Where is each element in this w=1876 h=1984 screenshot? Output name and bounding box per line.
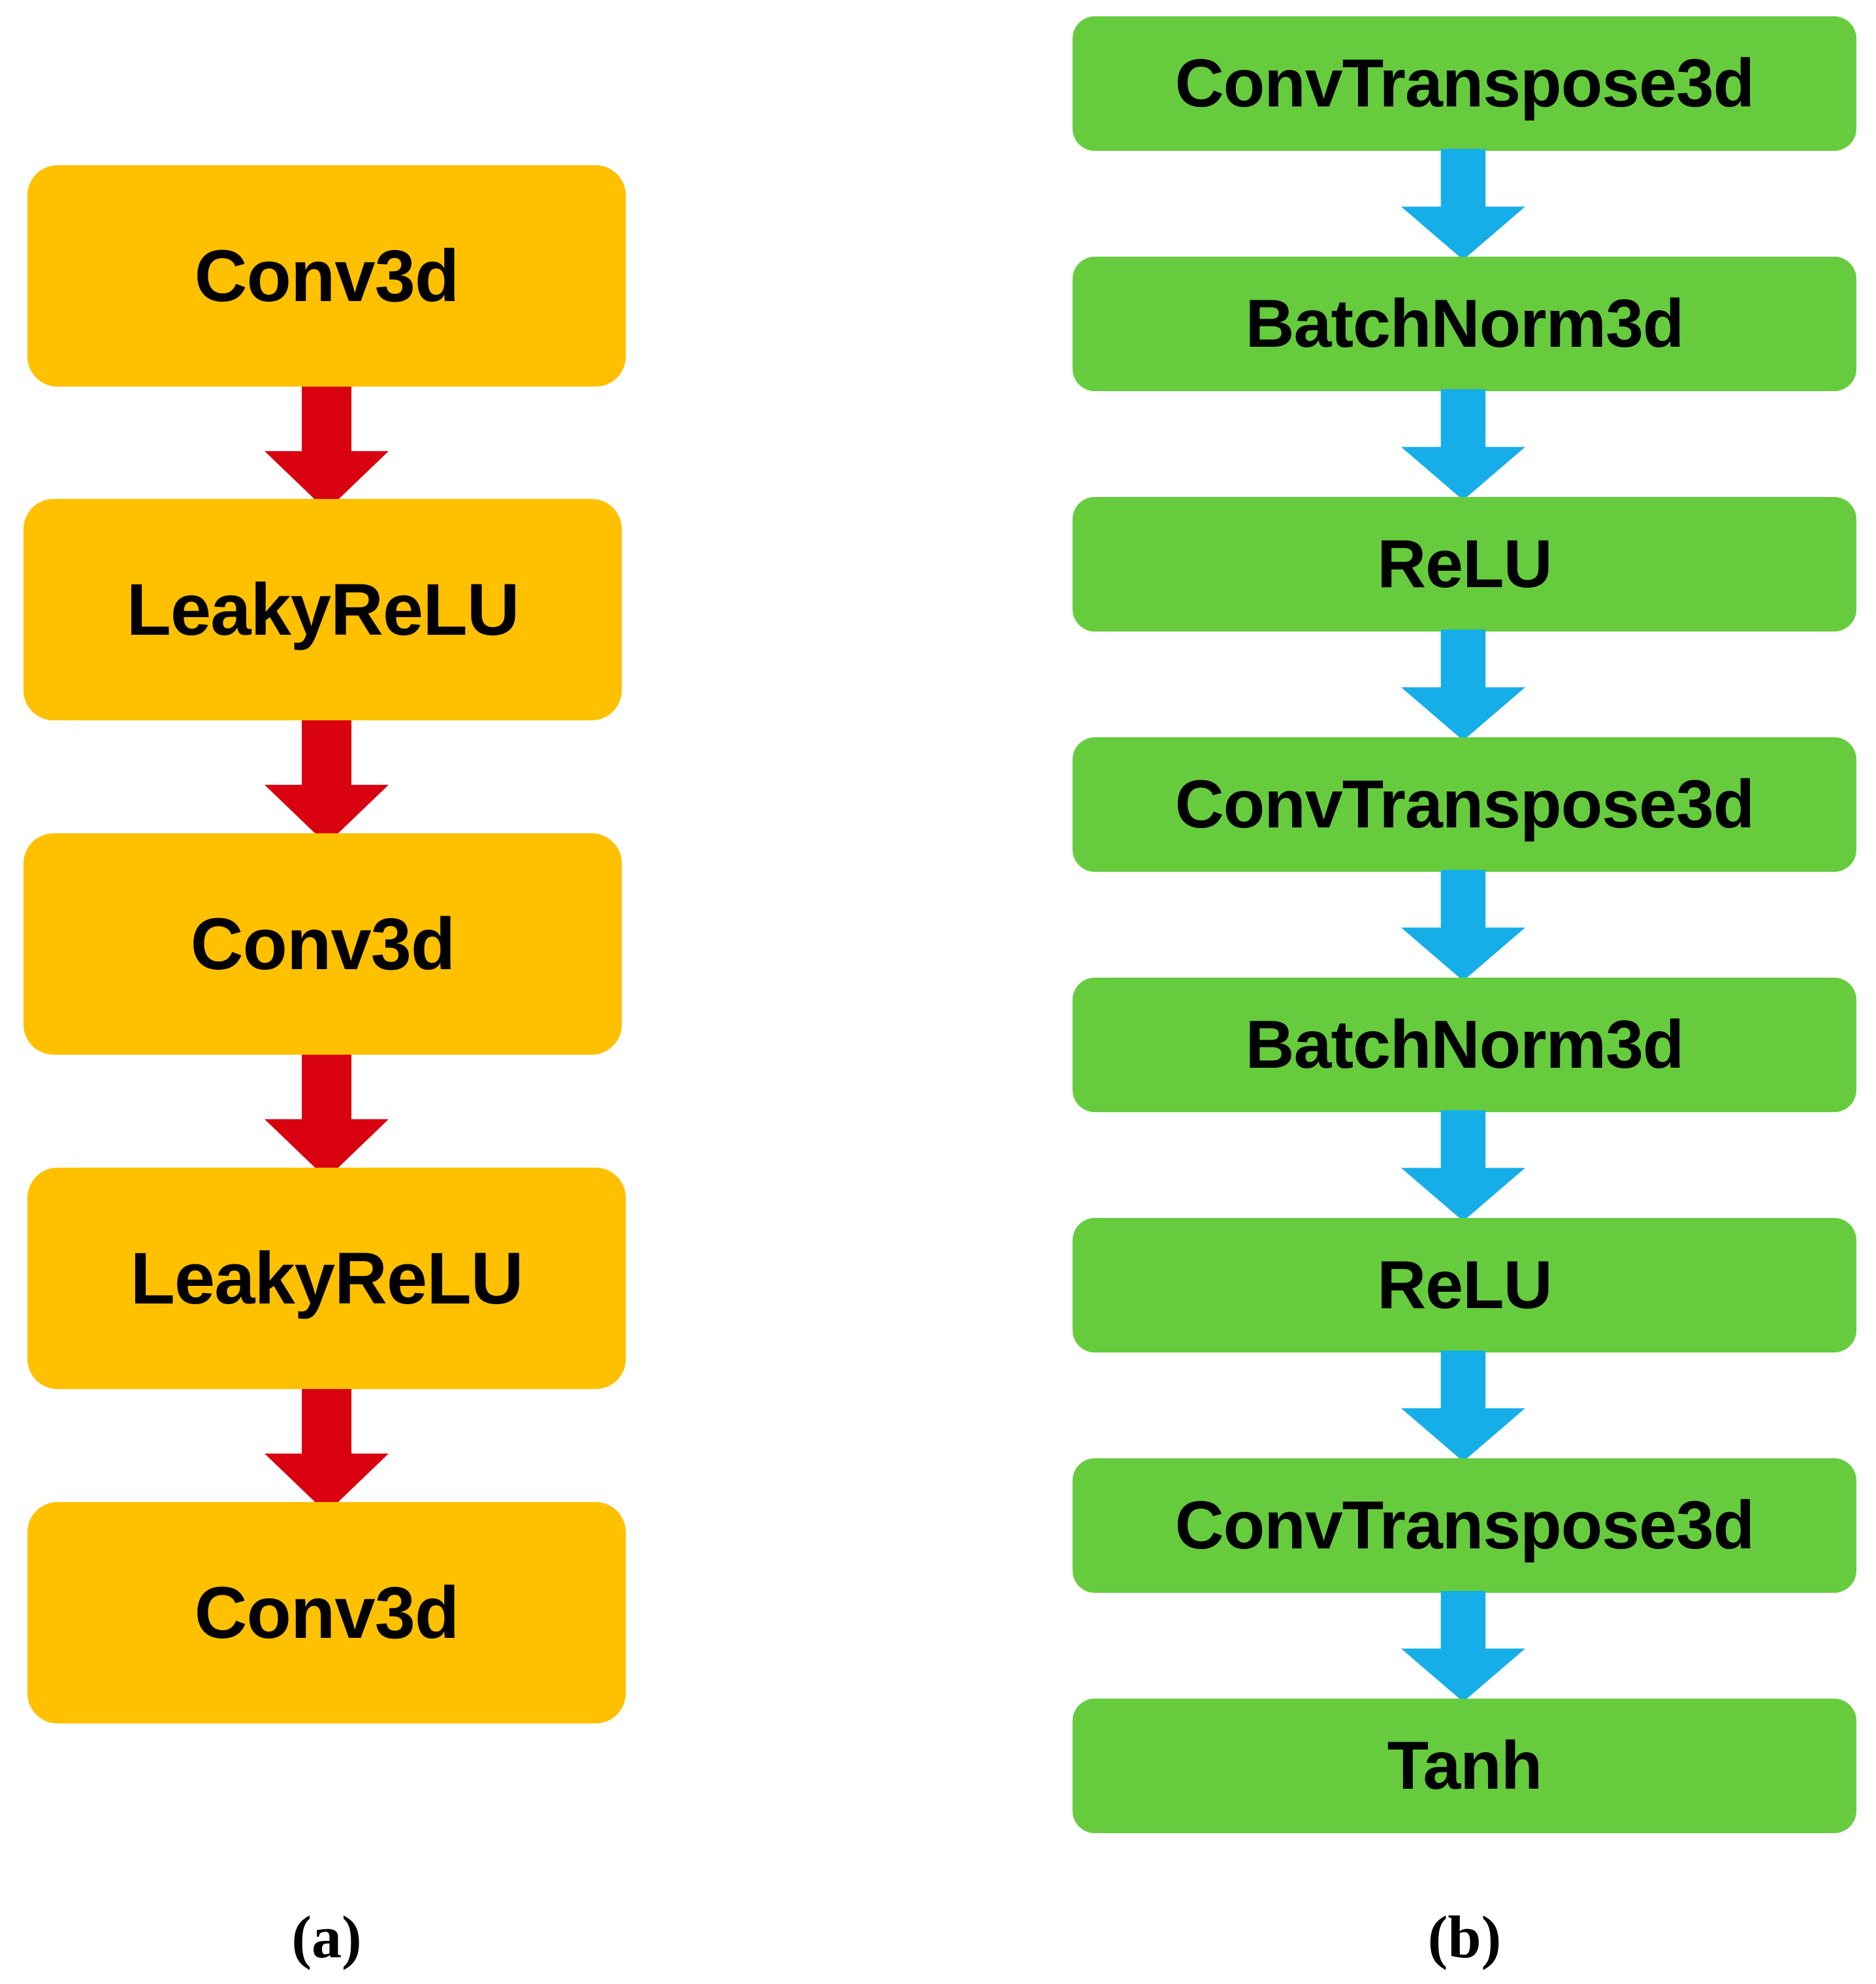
panel-b: ConvTranspose3d BatchNorm3d ReLU ConvTra… bbox=[938, 0, 1876, 1984]
arrow-down-blue-7 bbox=[1401, 1591, 1525, 1702]
panel-a: Conv3d LeakyReLU Conv3d LeakyReLU Conv3d bbox=[24, 165, 626, 1970]
flow-box-relu-1: ReLU bbox=[1073, 497, 1856, 632]
panel-caption-a: (a) bbox=[291, 1904, 362, 1970]
flow-box-batchnorm3d-1: BatchNorm3d bbox=[1073, 257, 1856, 391]
flow-box-conv3d-1: Conv3d bbox=[27, 165, 626, 387]
arrow-down-red-3 bbox=[265, 1055, 389, 1179]
flow-box-leakyrelu-1: LeakyReLU bbox=[24, 499, 622, 720]
arrow-down-red-2 bbox=[265, 720, 389, 844]
arrow-down-blue-4 bbox=[1401, 870, 1525, 981]
flow-box-batchnorm3d-2: BatchNorm3d bbox=[1073, 978, 1856, 1112]
flow-box-leakyrelu-2: LeakyReLU bbox=[27, 1168, 626, 1389]
arrow-down-red-1 bbox=[265, 387, 389, 511]
arrow-down-blue-5 bbox=[1401, 1110, 1525, 1221]
flow-box-conv3d-2: Conv3d bbox=[24, 833, 622, 1055]
flow-box-conv3d-3: Conv3d bbox=[27, 1502, 626, 1723]
flow-box-tanh: Tanh bbox=[1073, 1699, 1856, 1833]
panel-caption-b: (b) bbox=[1427, 1904, 1502, 1970]
arrow-down-blue-3 bbox=[1401, 630, 1525, 741]
arrow-down-blue-2 bbox=[1401, 389, 1525, 500]
arrow-down-red-4 bbox=[265, 1389, 389, 1513]
flow-box-convtranspose3d-2: ConvTranspose3d bbox=[1073, 737, 1856, 872]
flow-box-relu-2: ReLU bbox=[1073, 1218, 1856, 1352]
arrow-down-blue-1 bbox=[1401, 149, 1525, 260]
arrow-down-blue-6 bbox=[1401, 1351, 1525, 1462]
flow-box-convtranspose3d-1: ConvTranspose3d bbox=[1073, 16, 1856, 151]
flow-box-convtranspose3d-3: ConvTranspose3d bbox=[1073, 1458, 1856, 1593]
